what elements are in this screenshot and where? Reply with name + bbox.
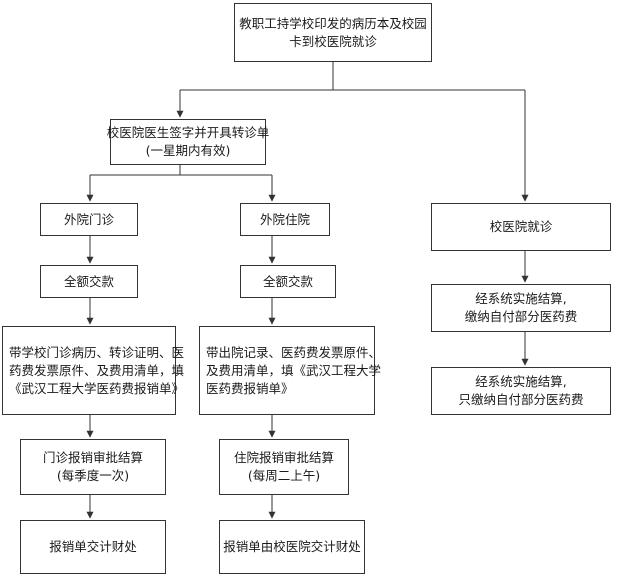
submit-inpatient-box: 报销单由校医院交计财处 — [219, 520, 365, 574]
docs-outpatient-line-1: 带学校门诊病历、转诊证明、医 — [9, 344, 185, 360]
docs-inpatient-line-1: 带出院记录、医药费发票原件、 — [206, 344, 382, 360]
settle-system-1-line-2: 缴纳自付部分医药费 — [464, 309, 578, 324]
docs-inpatient-line-2: 及费用清单，填《武汉工程大学 — [206, 362, 382, 378]
outpatient-box: 外院门诊 — [40, 203, 138, 236]
approve-outpatient-line-1: 门诊报销审批结算 — [42, 450, 143, 465]
docs-outpatient-line-3: 《武汉工程大学医药费报销单》 — [9, 380, 185, 396]
docs-inpatient-line-3: 医药费报销单》 — [206, 380, 294, 396]
docs-outpatient-box: 带学校门诊病历、转诊证明、医 药费发票原件、及费用清单，填 《武汉工程大学医药费… — [2, 326, 184, 415]
settle-system-2-line-1: 经系统实施结算, — [475, 374, 567, 389]
approve-inpatient-box: 住院报销审批结算 (每周二上午) — [219, 439, 349, 495]
docs-outpatient-line-2: 药费发票原件、及费用清单，填 — [9, 362, 185, 378]
settle-system-2-box: 经系统实施结算, 只缴纳自付部分医药费 — [431, 367, 611, 415]
submit-inpatient-label: 报销单由校医院交计财处 — [223, 539, 361, 554]
pay-full-inpatient-box: 全额交款 — [240, 265, 336, 298]
settle-system-1-line-1: 经系统实施结算, — [475, 291, 567, 306]
docs-inpatient-box: 带出院记录、医药费发票原件、 及费用清单，填《武汉工程大学 医药费报销单》 — [199, 326, 381, 415]
referral-box-line-1: 校医院医生签字并开具转诊单 — [106, 125, 270, 140]
outpatient-label: 外院门诊 — [63, 211, 114, 227]
start-box-line-2: 卡到校医院就诊 — [289, 33, 377, 49]
pay-full-outpatient-label: 全额交款 — [63, 273, 114, 289]
approve-inpatient-line-2: (每周二上午) — [247, 468, 321, 483]
start-box: 教职工持学校印发的病历本及校园 卡到校医院就诊 — [234, 3, 432, 62]
school-clinic-label: 校医院就诊 — [489, 219, 553, 234]
pay-full-inpatient-label: 全额交款 — [262, 273, 313, 289]
inpatient-box: 外院住院 — [240, 203, 330, 236]
approve-inpatient-line-1: 住院报销审批结算 — [233, 450, 334, 465]
settle-system-1-box: 经系统实施结算, 缴纳自付部分医药费 — [431, 284, 611, 332]
approve-outpatient-line-2: (每季度一次) — [56, 468, 130, 483]
settle-system-2-line-2: 只缴纳自付部分医药费 — [458, 392, 584, 407]
referral-box-line-2: (一星期内有效) — [145, 143, 231, 158]
school-clinic-box: 校医院就诊 — [431, 203, 611, 251]
submit-outpatient-box: 报销单交计财处 — [20, 520, 166, 574]
submit-outpatient-label: 报销单交计财处 — [49, 539, 137, 554]
inpatient-label: 外院住院 — [259, 211, 310, 227]
referral-box: 校医院医生签字并开具转诊单 (一星期内有效) — [107, 119, 269, 165]
approve-outpatient-box: 门诊报销审批结算 (每季度一次) — [20, 439, 166, 495]
pay-full-outpatient-box: 全额交款 — [40, 265, 138, 298]
start-box-line-1: 教职工持学校印发的病历本及校园 — [239, 15, 427, 31]
